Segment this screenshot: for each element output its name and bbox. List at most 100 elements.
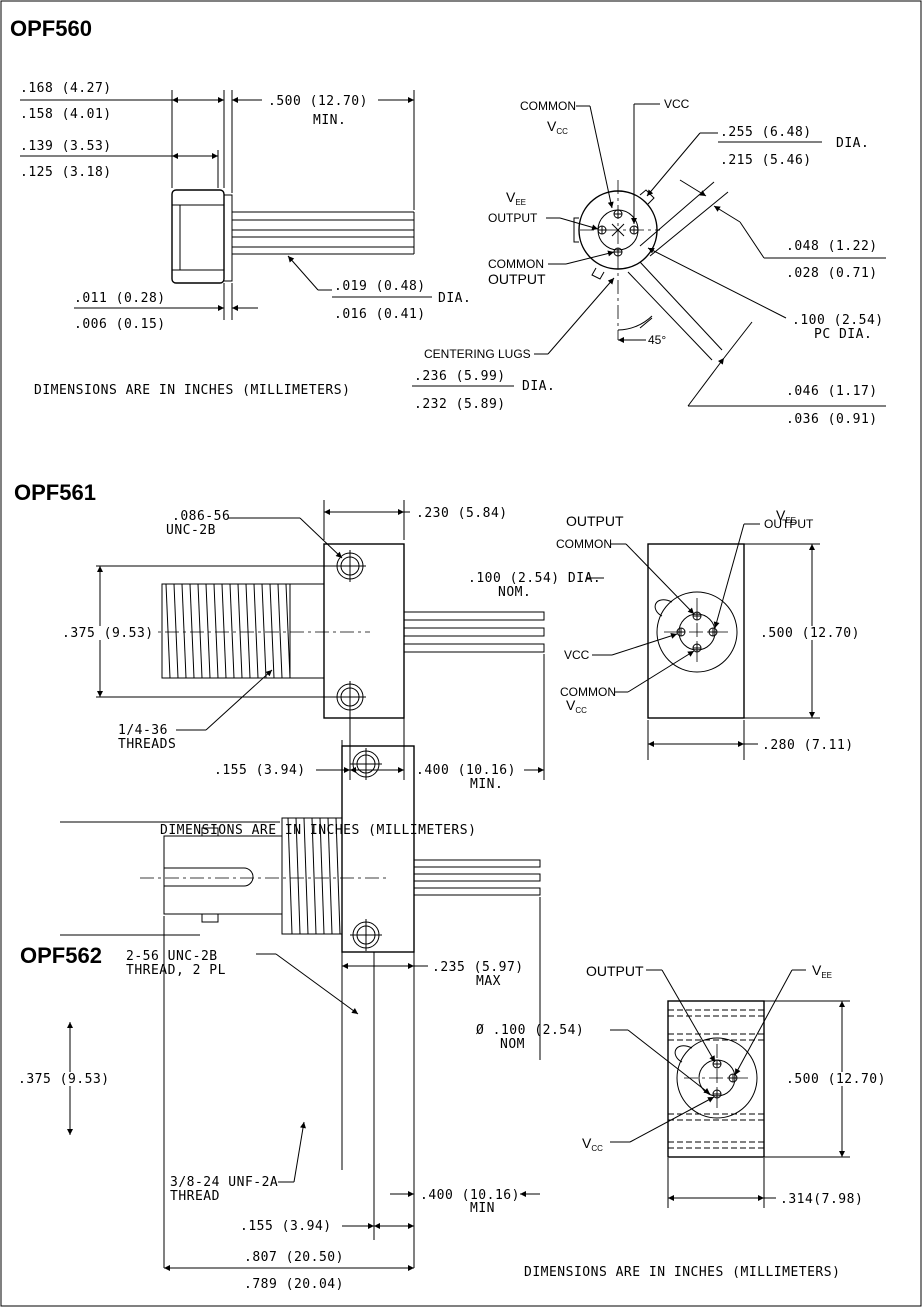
svg-text:.155 (3.94): .155 (3.94) [240, 1219, 332, 1234]
svg-text:MIN.: MIN. [470, 777, 503, 792]
opf560-title: OPF560 [10, 16, 92, 41]
svg-text:COMMON: COMMON [520, 99, 576, 113]
svg-text:.500 (12.70): .500 (12.70) [268, 94, 368, 109]
svg-text:45°: 45° [648, 333, 666, 347]
opf560-label-centering-lugs: CENTERING LUGS [424, 277, 615, 361]
opf562-dim-314: .314(7.98) [668, 1192, 863, 1207]
opf561-label-threads: 1/4-36 THREADS [118, 669, 273, 752]
opf560-side-view [171, 90, 415, 320]
opf562-side-view [60, 740, 541, 1268]
opf560-angle-45: 45° [617, 315, 666, 347]
opf561-note: DIMENSIONS ARE IN INCHES (MILLIMETERS) [160, 823, 476, 838]
svg-text:.155 (3.94): .155 (3.94) [214, 763, 306, 778]
svg-text:DIA.: DIA. [522, 379, 555, 394]
opf562-label-unf: 3/8-24 UNF-2A THREAD [170, 1121, 306, 1204]
opf562-front-block [667, 1000, 765, 1158]
opf560-label-common-vcc: COMMON VCC [520, 99, 614, 209]
svg-text:MIN: MIN [470, 1201, 495, 1216]
opf560-dim-255: .255 (6.48) DIA. .215 (5.46) [646, 125, 869, 197]
svg-text:.807 (20.50): .807 (20.50) [244, 1250, 344, 1265]
svg-text:.400 (10.16): .400 (10.16) [420, 1188, 520, 1203]
svg-text:.400 (10.16): .400 (10.16) [416, 763, 516, 778]
svg-text:.158 (4.01): .158 (4.01) [20, 107, 112, 122]
svg-text:.019 (0.48): .019 (0.48) [334, 279, 426, 294]
svg-text:.236 (5.99): .236 (5.99) [414, 369, 506, 384]
svg-text:.048 (1.22): .048 (1.22) [786, 239, 878, 254]
svg-text:VEE: VEE [776, 507, 796, 525]
svg-text:THREAD: THREAD [170, 1189, 220, 1204]
svg-text:MAX: MAX [476, 974, 501, 989]
svg-text:.215 (5.46): .215 (5.46) [720, 153, 812, 168]
svg-text:VCC: VCC [582, 1135, 603, 1153]
svg-text:OUTPUT: OUTPUT [488, 271, 546, 287]
svg-text:VCC: VCC [566, 697, 587, 715]
svg-text:.006 (0.15): .006 (0.15) [74, 317, 166, 332]
svg-text:.235 (5.97): .235 (5.97) [432, 960, 524, 975]
svg-text:COMMON: COMMON [488, 257, 544, 271]
svg-text:.500 (12.70): .500 (12.70) [760, 626, 860, 641]
opf560-dim-011: .011 (0.28) .006 (0.15) [74, 291, 258, 332]
opf562-title: OPF562 [20, 943, 102, 968]
svg-text:THREAD, 2 PL: THREAD, 2 PL [126, 963, 226, 978]
svg-text:.125 (3.18): .125 (3.18) [20, 165, 112, 180]
svg-text:VCC: VCC [564, 648, 590, 662]
svg-text:COMMON: COMMON [556, 537, 612, 551]
svg-text:3/8-24 UNF-2A: 3/8-24 UNF-2A [170, 1175, 278, 1190]
opf560-dim-100: .100 (2.54) PC DIA. [647, 247, 884, 342]
opf561-dim-230: .230 (5.84) [324, 506, 508, 521]
svg-text:.789 (20.04): .789 (20.04) [244, 1277, 344, 1292]
opf561-dim-100: .100 (2.54) DIA. NOM. [468, 571, 604, 600]
svg-text:.500 (12.70): .500 (12.70) [786, 1072, 886, 1087]
opf560-dim-168: .168 (4.27) .158 (4.01) [20, 81, 224, 122]
svg-text:.028 (0.71): .028 (0.71) [786, 266, 878, 281]
svg-text:OUTPUT: OUTPUT [566, 513, 624, 529]
opf561-dim-375: .375 (9.53) [58, 566, 154, 697]
opf562-block [341, 745, 415, 953]
opf561-labels-front: OUTPUT COMMON VEE OUTPUT VCC COMMON VCC [556, 507, 814, 715]
svg-text:.011 (0.28): .011 (0.28) [74, 291, 166, 306]
opf562-dim-400: .400 (10.16) MIN [390, 1188, 540, 1216]
svg-text:.168 (4.27): .168 (4.27) [20, 81, 112, 96]
opf560-dim-500: .500 (12.70) MIN. [232, 94, 414, 128]
opf562-labels-front: OUTPUT VEE VCC [582, 962, 832, 1153]
svg-text:VEE: VEE [506, 189, 526, 207]
svg-text:.100 (2.54): .100 (2.54) [792, 313, 884, 328]
opf561-block [323, 543, 405, 719]
opf561-dim-500: .500 (12.70) [758, 544, 866, 718]
svg-text:OUTPUT: OUTPUT [488, 211, 538, 225]
svg-text:.046 (1.17): .046 (1.17) [786, 384, 878, 399]
opf560-label-common-output: COMMON OUTPUT [488, 250, 615, 287]
opf560-label-vcc: VCC [631, 97, 690, 224]
svg-text:Ø .100 (2.54): Ø .100 (2.54) [476, 1023, 584, 1038]
svg-text:2-56 UNC-2B: 2-56 UNC-2B [126, 949, 218, 964]
opf560-section: OPF560 .168 (4.27) [10, 16, 886, 427]
svg-text:.375 (9.53): .375 (9.53) [62, 626, 154, 641]
svg-text:.232 (5.89): .232 (5.89) [414, 397, 506, 412]
svg-text:.100 (2.54) DIA.: .100 (2.54) DIA. [468, 571, 601, 586]
svg-text:MIN.: MIN. [313, 113, 346, 128]
svg-text:.375 (9.53): .375 (9.53) [18, 1072, 110, 1087]
svg-text:UNC-2B: UNC-2B [166, 523, 216, 538]
svg-text:.255 (6.48): .255 (6.48) [720, 125, 812, 140]
opf562-dim-500: .500 (12.70) [784, 1001, 894, 1157]
opf561-title: OPF561 [14, 480, 96, 505]
svg-text:VCC: VCC [664, 97, 690, 111]
opf562-front-view [667, 1000, 850, 1208]
opf561-label-thread: .086-56 UNC-2B [166, 509, 343, 559]
opf561-dim-155: .155 (3.94) [214, 763, 404, 778]
opf561-section: OPF561 [14, 480, 866, 838]
opf560-dim-048: .048 (1.22) .028 (0.71) [639, 179, 886, 281]
opf561-side-view [96, 500, 545, 780]
svg-text:.230 (5.84): .230 (5.84) [416, 506, 508, 521]
svg-text:PC DIA.: PC DIA. [814, 327, 872, 342]
opf561-dim-280: .280 (7.11) [648, 738, 853, 753]
opf560-label-vee-output: VEE OUTPUT [488, 189, 599, 231]
svg-text:1/4-36: 1/4-36 [118, 723, 168, 738]
opf561-dim-400: .400 (10.16) MIN. [416, 763, 544, 792]
opf562-bayonet-body [163, 835, 283, 915]
opf562-dim-807: .807 (20.50) .789 (20.04) [164, 1250, 414, 1292]
opf562-dim-375: .375 (9.53) [16, 1022, 128, 1135]
opf562-label-thread: 2-56 UNC-2B THREAD, 2 PL [126, 949, 359, 1015]
